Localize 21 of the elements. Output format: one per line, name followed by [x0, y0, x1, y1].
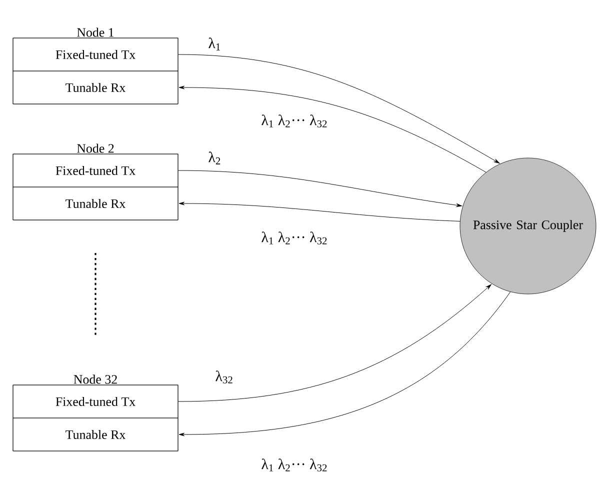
arrow	[178, 202, 460, 222]
arrow	[178, 54, 500, 164]
module-box: Tunable Rx	[12, 186, 178, 220]
arrow	[178, 292, 511, 436]
module-box: Tunable Rx	[12, 418, 178, 452]
node-label: Node 32	[74, 374, 117, 384]
edge-label: λ$_{1}$ λ$_{2}$··· λ$_{32}$	[262, 114, 327, 128]
edge-label: λ$_{1}$ λ$_{2}$··· λ$_{32}$	[262, 458, 327, 472]
module-box: Fixed-tuned Tx	[12, 38, 178, 72]
edge-label: λ$_{1}$ λ$_{2}$··· λ$_{32}$	[262, 232, 327, 244]
arrow	[178, 170, 462, 207]
arrow	[178, 284, 492, 402]
module-box: Fixed-tuned Tx	[12, 154, 178, 188]
node-label: Node 2	[77, 144, 114, 153]
module-box: Fixed-tuned Tx	[12, 384, 178, 418]
arrow	[178, 86, 486, 172]
edge-label: λ$_{1}$	[208, 38, 220, 50]
edge-label: λ$_{2}$	[208, 152, 220, 164]
module-box: Tunable Rx	[12, 70, 178, 104]
node-label: Node 1	[77, 28, 114, 37]
edge-label: λ$_{32}$	[216, 370, 232, 384]
